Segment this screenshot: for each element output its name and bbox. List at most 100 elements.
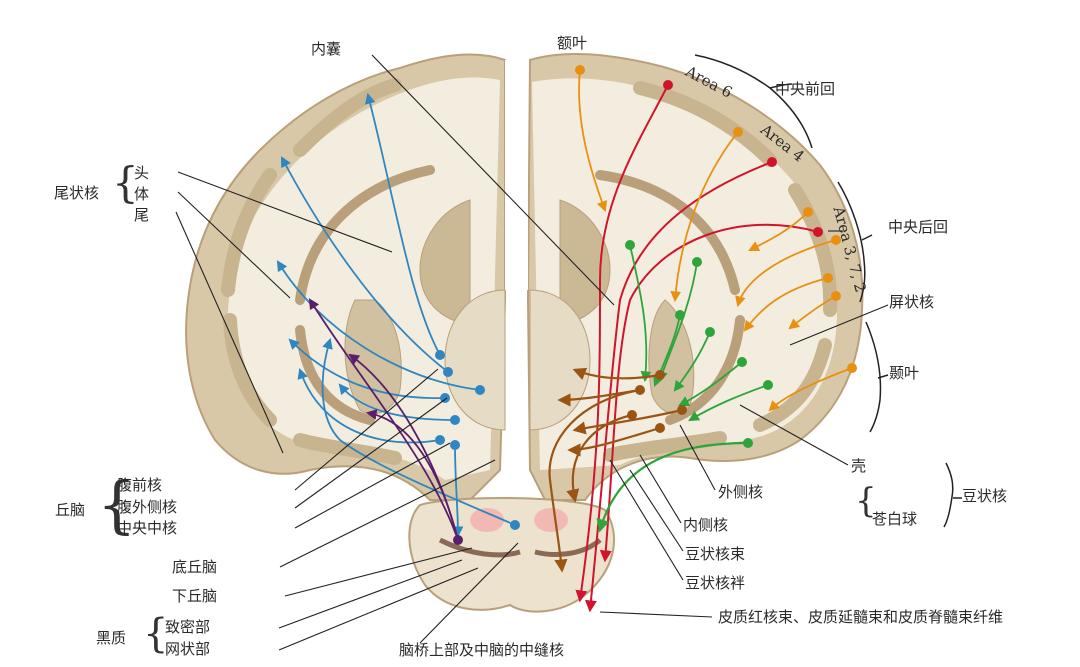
label-vl: 腹外侧核	[117, 498, 178, 516]
label-caudate-tail: 尾	[134, 206, 150, 224]
leader-line	[679, 424, 716, 491]
temporal-bracket	[865, 321, 889, 433]
globus-pallidus-brace: {	[855, 481, 877, 521]
label-tracts: 皮质红核束、皮质延髓束和皮质脊髓束纤维	[718, 608, 1004, 626]
label-lateral-segment: 外侧核	[718, 483, 764, 501]
label-ansa-lenticularis: 豆状核袢	[685, 574, 746, 592]
green-pathway	[688, 384, 769, 422]
nigra-brace: {	[143, 611, 169, 657]
leader-line	[294, 397, 448, 509]
precentral-bracket	[694, 54, 813, 149]
leader-line	[789, 304, 889, 346]
postcentral-bracket	[837, 181, 873, 303]
purple-pathway	[365, 409, 459, 541]
leader-line	[278, 559, 463, 629]
red-pathway	[599, 223, 819, 563]
label-medial-segment: 内侧核	[683, 516, 729, 534]
blue-origin-dot	[475, 385, 485, 395]
leader-line	[599, 611, 713, 618]
blue-pathway	[338, 383, 456, 421]
right-brackets	[694, 54, 962, 528]
blue-pathway	[321, 337, 516, 526]
leader-line	[639, 454, 682, 524]
right-gyri	[603, 81, 838, 462]
label-caudate-body: 体	[134, 185, 150, 203]
red-pathway	[584, 161, 773, 613]
orange-pathway	[748, 211, 809, 251]
label-temporal-lobe: 颞叶	[889, 364, 920, 382]
label-precentral-gyrus: 中央前回	[775, 80, 836, 98]
orange-pathway	[670, 131, 739, 303]
label-frontal-lobe: 额叶	[557, 34, 588, 52]
label-putamen: 壳	[851, 457, 867, 475]
leader-line	[177, 191, 291, 299]
orange-pathway	[735, 239, 837, 308]
blue-pathway	[280, 156, 449, 373]
label-claustrum: 屏状核	[889, 293, 935, 311]
left-thalamus	[444, 289, 506, 431]
label-lentiform: 豆状核	[962, 487, 1008, 505]
blue-origin-dot	[440, 393, 450, 403]
blue-origin-dot	[435, 435, 445, 445]
blue-origin-dot	[443, 367, 453, 377]
blue-origin-dot	[435, 350, 445, 360]
green-pathway	[629, 244, 652, 383]
brown-pathway	[566, 413, 633, 503]
label-caudate-head: 头	[134, 164, 150, 182]
orange-pathway	[788, 295, 837, 330]
label-thalamus: 丘脑	[55, 501, 86, 519]
leader-line	[419, 542, 519, 644]
leader-line	[284, 547, 473, 597]
blue-origin-dot	[450, 415, 460, 425]
blue-pathway	[297, 367, 441, 444]
purple-pathway	[308, 298, 459, 541]
pathways	[276, 65, 857, 613]
orange-pathway	[743, 277, 829, 332]
leader-line	[371, 54, 615, 306]
left-caudate	[419, 199, 471, 326]
red-pathway	[575, 84, 669, 603]
blue-pathway	[452, 444, 464, 538]
label-subthalamus: 底丘脑	[172, 558, 218, 576]
caudate-brace: {	[112, 158, 139, 207]
midline-gap	[505, 60, 528, 290]
leader-line	[629, 469, 684, 552]
blue-pathway	[364, 92, 441, 356]
substantia-nigra	[438, 537, 521, 558]
leader-line	[609, 459, 684, 581]
green-pathway	[657, 261, 698, 383]
green-pathway	[673, 331, 711, 392]
leader-line	[278, 567, 479, 651]
leader-line	[279, 459, 496, 568]
label-globus-pallidus: 苍白球	[872, 510, 918, 528]
brown-pathway	[572, 408, 683, 435]
label-hypothalamus: 下丘脑	[172, 587, 218, 605]
blue-origin-dot	[450, 440, 460, 450]
leader-line	[294, 442, 451, 529]
label-postcentral-gyrus: 中央后回	[888, 218, 949, 236]
thalamus-brace: {	[97, 468, 137, 541]
purple-origin-dot	[453, 535, 463, 545]
label-lenticular-fasciculus: 豆状核束	[685, 545, 746, 563]
green-pathway	[596, 441, 749, 533]
leader-line	[175, 211, 284, 454]
leader-line	[739, 404, 849, 466]
brown-pathway	[548, 388, 641, 573]
red-nucleus-left	[470, 508, 504, 532]
label-caudate: 尾状核	[54, 184, 100, 202]
orange-pathway	[768, 367, 853, 412]
label-cm: 中央中核	[117, 519, 178, 537]
brown-pathway	[567, 426, 661, 457]
brown-pathway	[572, 367, 661, 381]
cerebral-tissue	[185, 53, 864, 613]
right-thalamus	[529, 289, 591, 431]
label-va: 腹前核	[117, 476, 163, 494]
blue-pathway	[276, 260, 481, 391]
green-pathway	[678, 361, 743, 406]
label-internal-capsule: 内囊	[311, 40, 342, 58]
leader-line	[177, 171, 393, 253]
label-substantia-nigra: 黑质	[96, 629, 127, 647]
red-nucleus-right	[534, 508, 568, 532]
